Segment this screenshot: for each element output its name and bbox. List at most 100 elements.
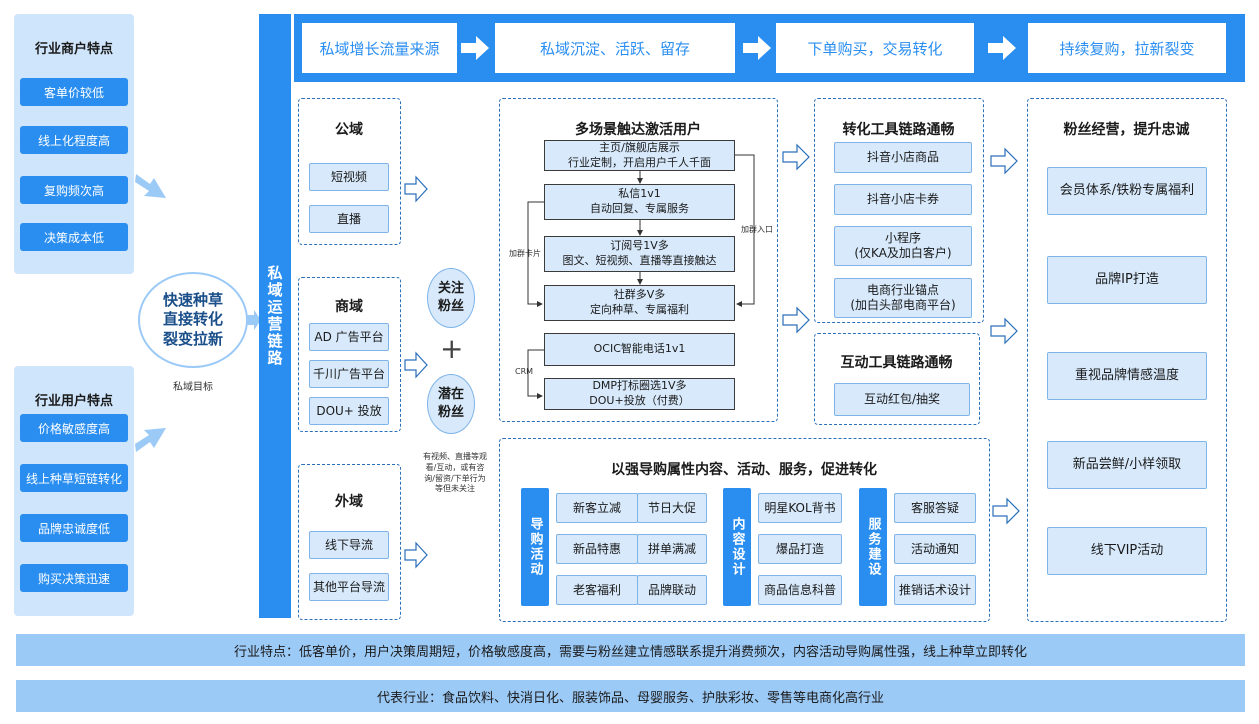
commerce-domain-item: AD 广告平台 [309, 323, 389, 351]
industry-features-bar: 行业特点：低客单价，用户决策周期短，价格敏感度高，需要与粉丝建立情感联系提升消费… [16, 634, 1245, 666]
private-domain-chain-bar: 私域运营链路 [259, 14, 291, 618]
public-domain-panel: 公域 短视频 直播 [298, 98, 401, 245]
activation-step-line: 图文、短视频、直播等直接触达 [562, 254, 717, 267]
potential-fans-label: 潜在粉丝 [437, 387, 464, 420]
activation-step: DMP打标圈选1V多 DOU+投放（付费） [544, 378, 735, 410]
guide-content-label: 内容设计 [723, 488, 751, 606]
conversion-tool-item: 抖音小店商品 [834, 142, 972, 173]
loyalty-item: 重视品牌情感温度 [1047, 352, 1207, 400]
outline-arrow-icon [992, 497, 1020, 525]
commerce-domain-panel: 商域 AD 广告平台 千川广告平台 DOU+ 投放 [298, 277, 401, 432]
merchant-feature-item: 客单价较低 [20, 78, 128, 106]
goal-caption: 私域目标 [173, 382, 213, 393]
user-features-panel: 行业用户特点 价格敏感度高 线上种草短链转化 品牌忠诚度低 购买决策迅速 [14, 366, 134, 616]
conversion-tool-item: 抖音小店卡券 [834, 184, 972, 215]
chain-label: 私域运营链路 [265, 265, 284, 367]
guide-service-label: 服务建设 [859, 488, 887, 606]
user-feature-item: 线上种草短链转化 [20, 464, 128, 492]
guide-content-item: 爆品打造 [758, 534, 842, 564]
activation-step: OCIC智能电话1v1 [544, 333, 735, 366]
guide-activity-item: 老客福利 [556, 575, 638, 605]
guide-activity-item: 新品特惠 [556, 534, 638, 564]
user-feature-item: 价格敏感度高 [20, 414, 128, 442]
user-feature-item: 品牌忠诚度低 [20, 514, 128, 542]
activation-step-line: 社群多V多 [613, 288, 666, 302]
activation-step-line: 私信1v1 [618, 187, 661, 201]
guide-activity-item: 拼单满减 [637, 534, 707, 564]
stage-arrow-icon [461, 36, 489, 60]
guide-panel: 以强导购属性内容、活动、服务，促进转化 [499, 438, 990, 622]
external-domain-panel: 外域 线下导流 其他平台导流 [298, 464, 401, 620]
private-domain-goal-circle: 快速种草 直接转化 裂变拉新 [138, 272, 248, 368]
public-domain-item: 短视频 [309, 163, 389, 191]
conversion-tool-item: 电商行业锚点 (加白头部电商平台) [834, 278, 972, 318]
potential-fans-note: 有视频、直播等观看/互动，或有咨询/留资/下单行为等但未关注 [423, 452, 487, 494]
plus-icon: + [440, 332, 464, 365]
commerce-domain-item: 千川广告平台 [309, 360, 389, 388]
group-card-label: 加群卡片 [509, 249, 541, 258]
stage-box: 私域增长流量来源 [302, 23, 457, 73]
public-domain-title: 公域 [335, 122, 363, 138]
loyalty-item: 新品尝鲜/小样领取 [1047, 441, 1207, 489]
external-domain-title: 外域 [335, 494, 363, 510]
loyalty-item: 线下VIP活动 [1047, 527, 1207, 575]
external-domain-item: 线下导流 [309, 531, 389, 559]
commerce-domain-title: 商域 [335, 299, 363, 315]
outline-arrow-icon [782, 306, 810, 334]
group-entry-label: 加群入口 [741, 225, 773, 234]
crm-label: CRM [515, 367, 534, 376]
merchant-feature-item: 决策成本低 [20, 223, 128, 251]
activation-title: 多场景触达激活用户 [575, 122, 701, 138]
guide-content-item: 商品信息科普 [758, 575, 842, 605]
conversion-tools-title: 转化工具链路通畅 [842, 122, 955, 138]
conversion-tools-panel: 转化工具链路通畅 [814, 98, 984, 323]
activation-step-line: 主页/旗舰店展示 [599, 140, 680, 154]
guide-content-item: 明星KOL背书 [758, 493, 842, 523]
outline-arrow-icon [404, 175, 428, 203]
guide-service-item: 客服答疑 [894, 493, 976, 523]
feature-to-goal-arrow-bottom [135, 428, 166, 452]
outline-arrow-icon [782, 143, 810, 171]
activation-step-line: DMP打标圈选1V多 [592, 379, 687, 393]
outline-arrow-icon [404, 541, 428, 569]
stage-arrow-icon [743, 36, 771, 60]
loyalty-title: 粉丝经营，提升忠诚 [1063, 122, 1190, 138]
activation-panel: 多场景触达激活用户 [499, 98, 778, 422]
activation-step-line: 自动回复、专属服务 [590, 202, 689, 215]
outline-arrow-icon [990, 317, 1018, 345]
goal-line: 快速种草 [162, 290, 223, 309]
external-domain-item: 其他平台导流 [309, 573, 389, 601]
guide-activity-item: 节日大促 [637, 493, 707, 523]
merchant-features-title: 行业商户特点 [34, 42, 113, 57]
conversion-tool-item: 小程序 (仅KA及加白客户) [834, 226, 972, 266]
user-feature-item: 购买决策迅速 [20, 564, 128, 592]
follow-fans-label: 关注粉丝 [437, 281, 464, 314]
stage-box: 持续复购，拉新裂变 [1028, 23, 1226, 73]
outline-arrow-icon [404, 351, 428, 379]
activation-connectors [527, 154, 755, 399]
public-domain-item: 直播 [309, 205, 389, 233]
goal-line: 直接转化 [162, 310, 223, 329]
guide-title: 以强导购属性内容、活动、服务，促进转化 [611, 462, 877, 478]
loyalty-item: 会员体系/铁粉专属福利 [1047, 167, 1207, 215]
representative-industries-bar: 代表行业：食品饮料、快消日化、服装饰品、母婴服务、护肤彩妆、零售等电商化高行业 [16, 680, 1245, 712]
loyalty-panel: 粉丝经营，提升忠诚 [1027, 98, 1227, 622]
activation-step: 社群多V多 定向种草、专属福利 [544, 285, 735, 321]
activation-step-line: 订阅号1V多 [610, 239, 669, 253]
stage-box: 私域沉淀、活跃、留存 [495, 23, 735, 73]
activation-step-line: OCIC智能电话1v1 [593, 342, 686, 356]
guide-service-item: 推销话术设计 [894, 575, 976, 605]
follow-fans-circle: 关注粉丝 [427, 268, 475, 328]
loyalty-item: 品牌IP打造 [1047, 256, 1207, 304]
guide-activity-item: 新客立减 [556, 493, 638, 523]
guide-service-item: 活动通知 [894, 534, 976, 564]
merchant-features-panel: 行业商户特点 客单价较低 线上化程度高 复购频次高 决策成本低 [14, 14, 134, 274]
activation-step: 私信1v1 自动回复、专属服务 [544, 184, 735, 220]
interaction-tools-title: 互动工具链路通畅 [840, 355, 953, 371]
goal-line: 裂变拉新 [162, 329, 223, 348]
merchant-feature-item: 复购频次高 [20, 176, 128, 204]
interaction-tools-panel: 互动工具链路通畅 [814, 333, 980, 425]
activation-step-line: 行业定制，开启用户千人千面 [568, 155, 711, 169]
outline-arrow-icon [990, 147, 1018, 175]
activation-step-line: DOU+投放（付费） [589, 394, 690, 407]
